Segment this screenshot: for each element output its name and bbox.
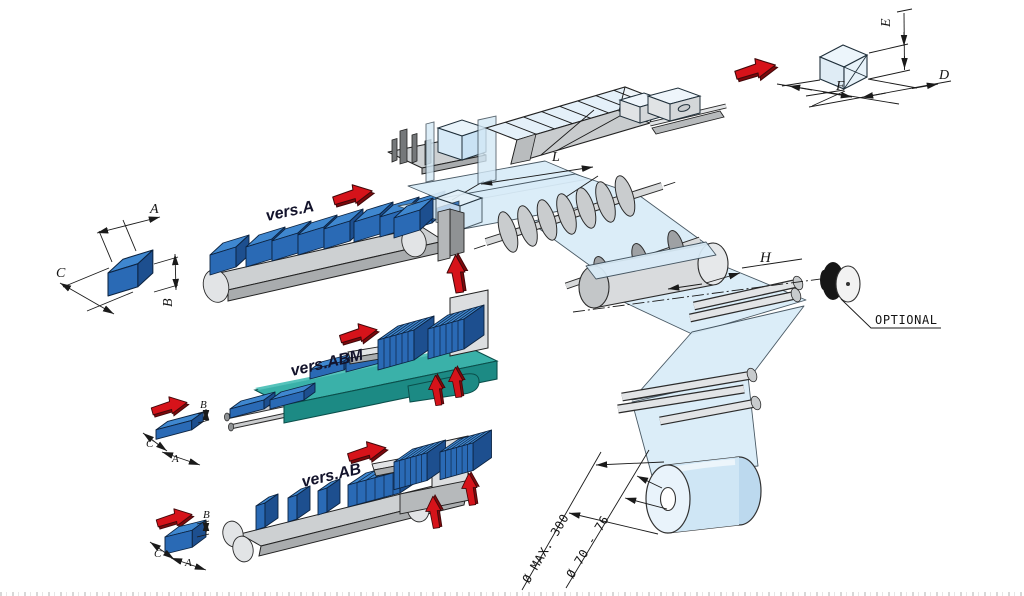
dim-label-b-product: B — [161, 298, 176, 307]
vers-ab-line: vers.AB B C A — [149, 429, 492, 571]
film-crimper-rollers — [473, 175, 677, 253]
dim-f: F — [776, 79, 900, 105]
flow-arrow-vers-a — [330, 181, 377, 210]
product-box-sample — [107, 249, 154, 297]
dim-label-c-product: C — [56, 266, 66, 281]
dim-label-a-product: A — [149, 202, 159, 217]
tunnel-discharge — [618, 55, 780, 135]
dim-a-product: A — [96, 202, 161, 263]
film-guide-rollers-lower — [617, 367, 762, 426]
dim-label-a-ab: A — [184, 557, 192, 569]
slab-stack — [439, 429, 492, 481]
optional-label: OPTIONAL — [875, 313, 938, 327]
single-product-box: A B C — [56, 202, 180, 315]
cropped-caption-strip — [0, 592, 1024, 596]
dim-label-c-ab: C — [154, 548, 162, 560]
wrapped-pack: E F D — [776, 8, 952, 108]
product-slab-sample — [155, 411, 204, 440]
flow-arrow-abm-sample — [149, 393, 191, 420]
ab-sample-slab: B C A — [149, 505, 210, 571]
product-slab — [229, 391, 276, 419]
dim-reel-outer: Ø MAX. 300 — [520, 451, 665, 591]
vers-a-label: vers.A — [264, 198, 315, 225]
dim-e: E — [868, 8, 913, 80]
reel-core-label: Ø 70 - 76 — [564, 513, 612, 581]
film-drive-roller — [578, 241, 729, 309]
vers-abm-line: vers.ABM B C A — [142, 289, 499, 466]
dim-label-b-ab: B — [203, 509, 210, 521]
dim-label-b-abm: B — [200, 399, 207, 411]
dim-b-product: B — [153, 253, 180, 307]
film-width-dimension: H — [572, 250, 844, 313]
wrapping-tunnel — [387, 86, 658, 185]
optional-spool: OPTIONAL — [820, 262, 941, 329]
product-slab-upright — [287, 485, 311, 523]
dim-d: D — [808, 68, 952, 108]
dim-label-d: D — [938, 68, 949, 83]
former-bracket — [437, 208, 465, 262]
dim-label-c-abm: C — [146, 438, 154, 450]
film-guide-rollers-upper — [689, 275, 804, 323]
film-reel: Ø MAX. 300 Ø 70 - 76 — [520, 449, 762, 591]
flow-arrow-discharge — [732, 55, 780, 85]
dim-label-h: H — [759, 250, 772, 266]
vers-a-line: vers.A — [202, 181, 446, 303]
flow-arrow-abm — [337, 320, 381, 348]
dim-label-l: L — [551, 150, 560, 165]
dim-c-product: C — [56, 266, 134, 315]
dim-label-a-abm: A — [171, 453, 179, 465]
dim-label-e: E — [879, 18, 894, 28]
flow-arrow-up-former — [446, 253, 468, 294]
dim-label-f: F — [835, 79, 845, 94]
abm-sample-slab: B C A — [142, 393, 210, 466]
product-slab-upright — [255, 493, 279, 531]
